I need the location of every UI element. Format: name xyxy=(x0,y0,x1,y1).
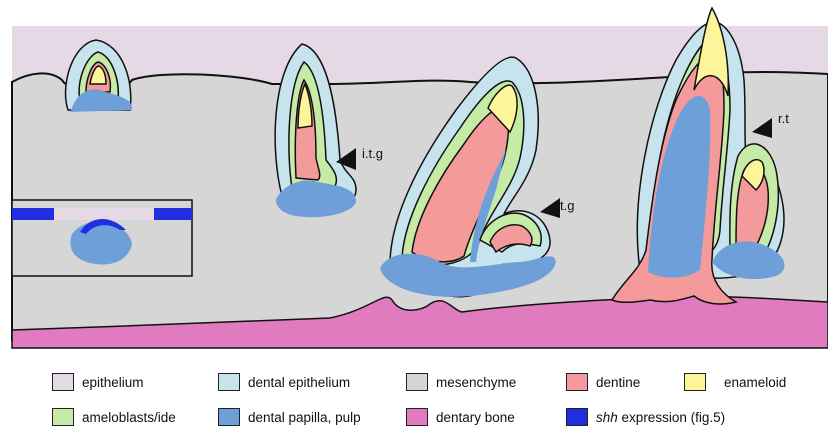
label-itg: i.t.g xyxy=(362,146,383,161)
legend-label: dental epithelium xyxy=(248,375,350,390)
swatch-mesenchyme xyxy=(406,373,428,391)
legend-item-dentary-bone: dentary bone xyxy=(406,406,515,428)
legend-label: dental papilla, pulp xyxy=(248,410,361,425)
legend-label: enameloid xyxy=(724,375,786,390)
swatch-dental-epithelium xyxy=(218,373,240,391)
legend-label: ameloblasts/ide xyxy=(82,410,176,425)
legend-item-dental-epithelium: dental epithelium xyxy=(218,371,350,393)
legend-label: dentine xyxy=(596,375,640,390)
legend-item-enameloid: enameloid xyxy=(684,371,786,393)
legend-item-epithelium: epithelium xyxy=(52,371,144,393)
label-tg: t.g xyxy=(560,198,574,213)
shh-inset xyxy=(12,200,192,276)
legend-item-shh-expression: shh expression (fig.5) xyxy=(566,406,725,428)
legend-item-mesenchyme: mesenchyme xyxy=(406,371,516,393)
legend-item-dentine: dentine xyxy=(566,371,640,393)
legend-item-ameloblasts: ameloblasts/ide xyxy=(52,406,176,428)
label-rt: r.t xyxy=(778,111,789,126)
legend-label: shh expression (fig.5) xyxy=(596,410,725,425)
swatch-dental-papilla xyxy=(218,408,240,426)
legend: epithelium dental epithelium mesenchyme … xyxy=(0,362,828,441)
legend-label-rest: expression (fig.5) xyxy=(622,410,726,425)
legend-label-italic: shh xyxy=(596,410,618,425)
swatch-shh-expression xyxy=(566,408,588,426)
tooth-diagram: i.t.g t.g r.t xyxy=(0,0,828,362)
swatch-dentary-bone xyxy=(406,408,428,426)
legend-label: epithelium xyxy=(82,375,144,390)
legend-label: dentary bone xyxy=(436,410,515,425)
swatch-ameloblasts xyxy=(52,408,74,426)
swatch-dentine xyxy=(566,373,588,391)
legend-label: mesenchyme xyxy=(436,375,516,390)
swatch-enameloid xyxy=(684,373,706,391)
legend-item-dental-papilla: dental papilla, pulp xyxy=(218,406,361,428)
swatch-epithelium xyxy=(52,373,74,391)
